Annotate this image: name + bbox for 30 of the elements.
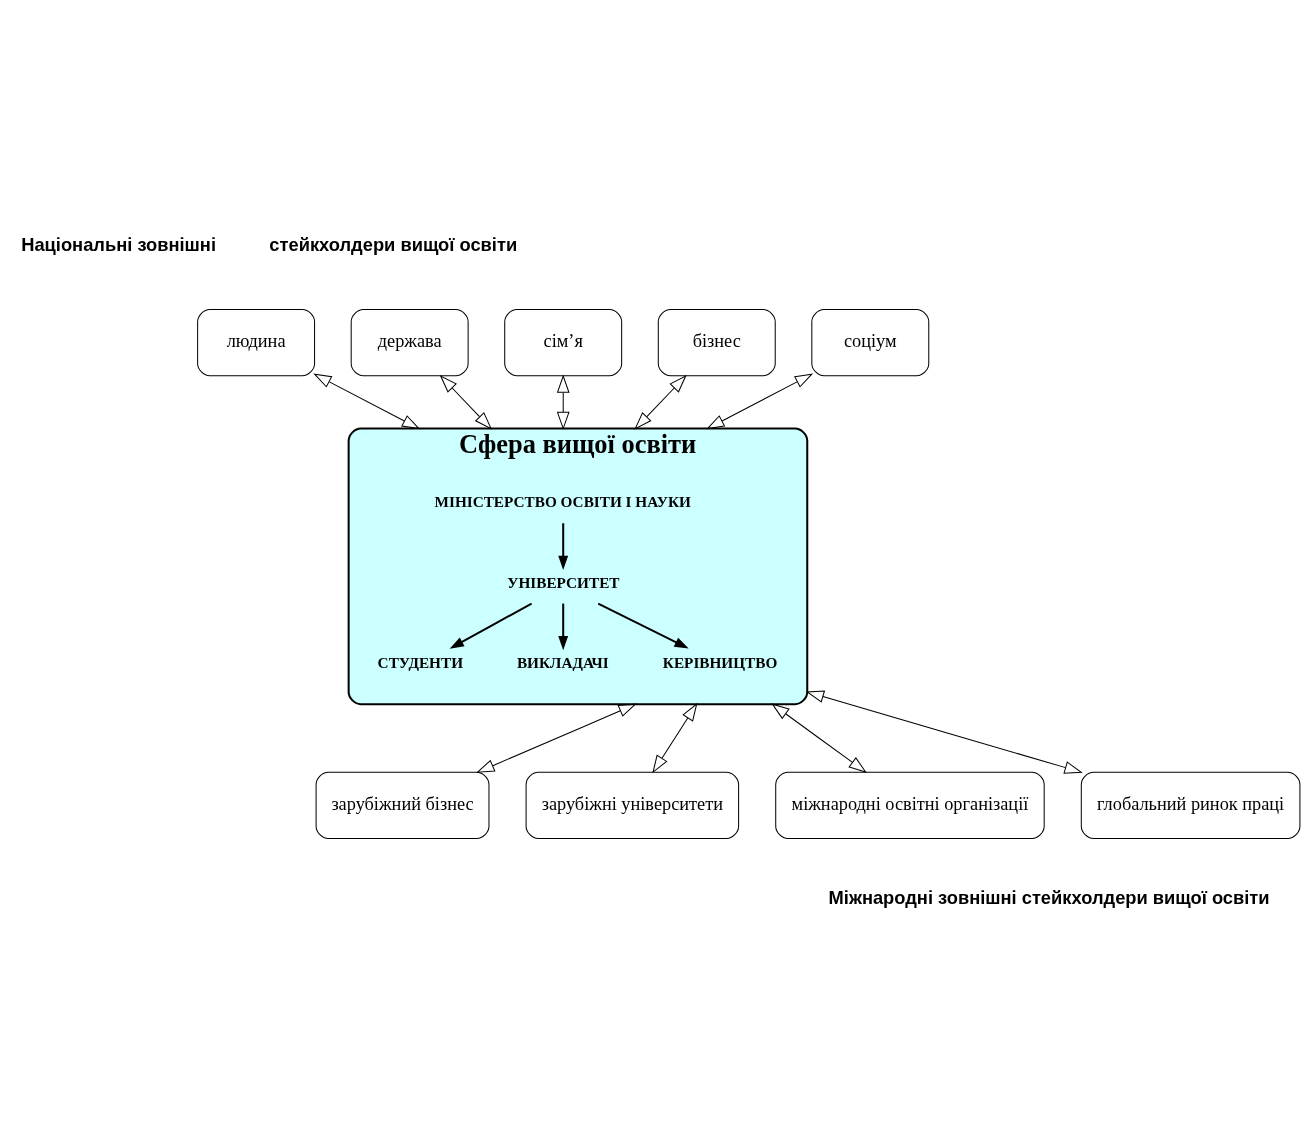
node-box: соціум [810, 308, 929, 376]
arrow [557, 603, 568, 650]
node-text: ВИКЛАДАЧІ [516, 653, 609, 671]
node-box: зарубіжний бізнес [315, 771, 489, 839]
label: Міжнародні зовнішні стейкхолдери вищої освіти [828, 886, 1270, 908]
node-text: КЕРІВНИЦТВО [662, 653, 777, 671]
arrow [475, 703, 637, 773]
node-box: зарубіжні університети [525, 771, 739, 839]
arrow [705, 372, 813, 429]
node-text: МІНІСТЕРСТВО ОСВІТИ І НАУКИ [434, 492, 691, 510]
arrow [651, 702, 697, 773]
node-box: глобальний ринок праці [1080, 771, 1300, 839]
label: стейкхолдери вищої освіти [268, 233, 517, 255]
arrow [449, 602, 532, 649]
arrow [556, 374, 570, 430]
node-box: сім’я [503, 308, 622, 376]
arrow [557, 522, 568, 570]
node-box: людина [196, 308, 315, 376]
arrow [439, 374, 492, 430]
arrow [805, 689, 1083, 774]
node-box: держава [350, 308, 469, 376]
arrow [597, 602, 689, 649]
arrow [770, 702, 867, 773]
arrow [633, 374, 687, 430]
label: Національні зовнішні [20, 233, 216, 255]
arrow [312, 372, 420, 429]
node-text: СТУДЕНТИ [377, 653, 463, 671]
node-box: міжнародні освітні організації [774, 771, 1045, 839]
node-text: УНІВЕРСИТЕТ [506, 573, 620, 591]
node-box: бізнес [657, 308, 776, 376]
